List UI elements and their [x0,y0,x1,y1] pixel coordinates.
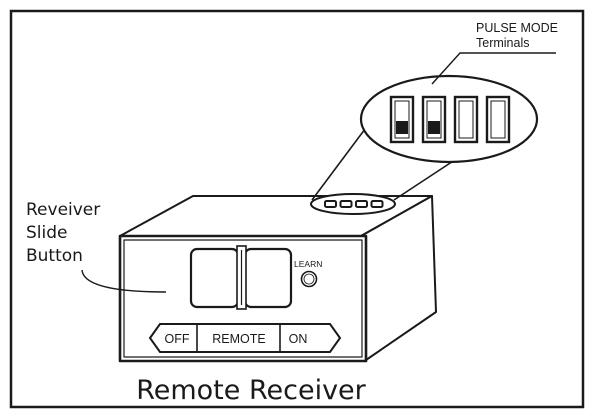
terminal-jumper-2 [428,121,440,134]
mini-terminal-1 [324,200,337,208]
mini-terminals [324,200,384,208]
diagram-frame [9,9,585,409]
position-on-label: ON [289,332,308,346]
pulse-mode-label-line2: Terminals [476,36,530,50]
pulse-mode-callout [359,74,539,164]
terminal-jumper-1 [396,121,408,134]
position-remote-label: REMOTE [212,332,265,346]
slide-switch-left-half [189,247,240,309]
pulse-mode-terminals [389,95,511,144]
slide-label-line2: Slide [26,223,68,243]
pulse-mode-label-line1: PULSE MODE [476,21,558,35]
pulse-mode-leader [431,52,556,85]
callout-circle [359,74,539,164]
pulse-terminal-3 [453,95,479,144]
switch-position-strip: OFF REMOTE ON [148,323,342,353]
pulse-terminal-1 [389,95,415,144]
receiver-front-inset [123,239,363,358]
slide-switch [189,245,293,310]
position-off-label: OFF [165,332,190,346]
mini-terminal-2 [339,200,353,208]
pulse-terminal-4 [485,95,511,144]
slide-label-line3: Button [26,246,83,266]
diagram-caption: Remote Receiver [136,375,366,406]
mini-terminal-3 [355,200,368,208]
mini-terminal-4 [370,200,384,208]
pulse-terminal-2 [421,95,447,144]
learn-label: LEARN [294,259,322,269]
slide-label-leader [81,269,167,293]
slide-switch-right-half [243,247,293,309]
callout-leader-left [311,124,369,201]
top-terminal-block [310,193,396,215]
slide-label-line1: Reveiver [26,200,100,220]
